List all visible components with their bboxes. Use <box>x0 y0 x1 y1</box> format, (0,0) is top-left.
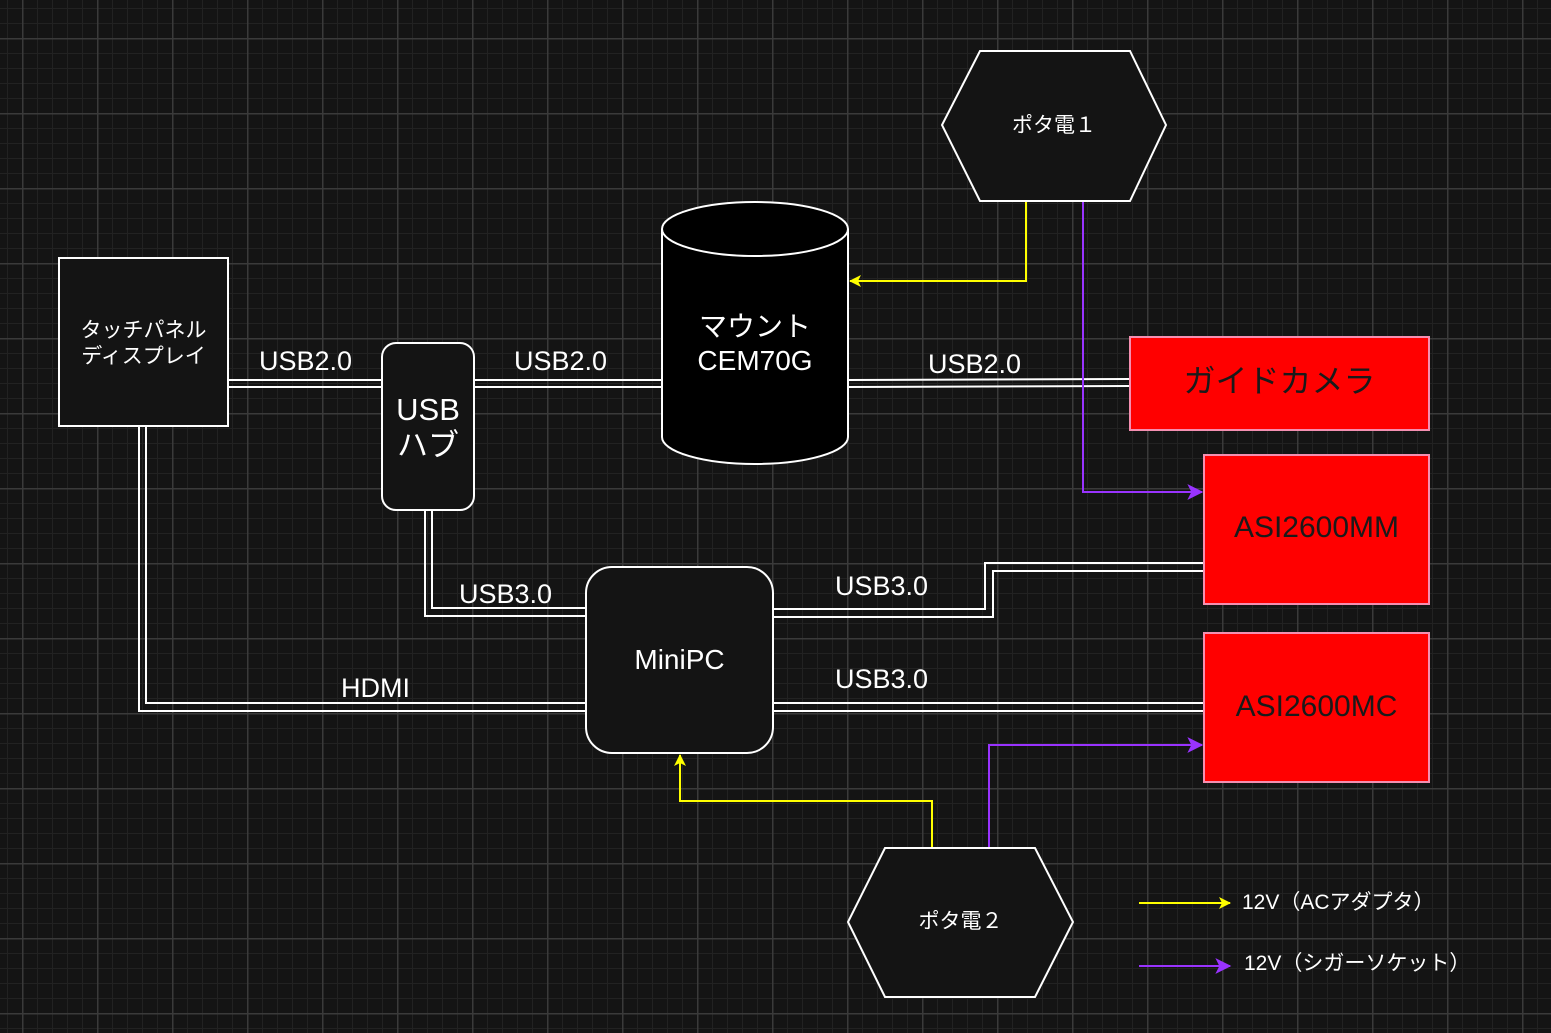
asi2600mc-box[interactable] <box>1203 632 1430 783</box>
asi2600mc-label: ASI2600MC <box>1235 690 1398 723</box>
power2-hexagon[interactable] <box>846 847 1075 998</box>
power1-to-mount-line[interactable] <box>849 201 1027 287</box>
edge-label-panel-to-hub: USB2.0 <box>259 346 353 376</box>
edge-panel-to-minipc-hdmi[interactable] <box>138 426 586 712</box>
usb-hub-label-line2: ハブ <box>397 428 459 463</box>
minipc-label: MiniPC <box>634 644 725 675</box>
mount-label: マウント CEM70G <box>662 310 848 378</box>
asi2600mm-box[interactable] <box>1203 454 1430 605</box>
edge-hub-to-mount[interactable] <box>474 379 662 388</box>
touch-panel-label-line1: タッチパネル <box>80 319 207 342</box>
asi2600mm-label: ASI2600MM <box>1233 511 1400 544</box>
usb-hub-label-line1: USB <box>396 392 460 427</box>
edge-label-minipc-to-mm: USB3.0 <box>835 571 929 601</box>
mount-cylinder[interactable] <box>661 201 849 465</box>
power1-to-asi2600mm-line[interactable] <box>1082 201 1204 500</box>
power1-hexagon[interactable] <box>940 50 1168 202</box>
legend-ac-adapter-label: 12V（ACアダプタ） <box>1242 891 1435 914</box>
edge-label-hdmi: HDMI <box>341 673 410 703</box>
power2-to-asi2600mc-line[interactable] <box>988 737 1204 848</box>
mount-label-line2: CEM70G <box>697 345 813 376</box>
edge-label-hub-to-mount: USB2.0 <box>514 346 608 376</box>
power2-to-minipc-line[interactable] <box>674 754 933 848</box>
guide-camera-box[interactable] <box>1129 336 1430 431</box>
power2-label: ポタ電２ <box>918 910 1003 933</box>
touch-panel-box[interactable] <box>58 257 229 427</box>
edge-label-minipc-to-mc: USB3.0 <box>835 664 929 694</box>
edge-hub-to-minipc[interactable] <box>424 510 586 617</box>
cable-connectors <box>138 378 1204 712</box>
edge-minipc-to-asi2600mm[interactable] <box>773 562 1204 618</box>
guide-camera-label: ガイドカメラ <box>1183 363 1376 399</box>
edge-mount-to-guide-camera[interactable] <box>847 378 1131 388</box>
touch-panel-label-line2: ディスプレイ <box>81 345 206 368</box>
edge-minipc-to-asi2600mc[interactable] <box>773 702 1204 712</box>
usb-hub-label: USB ハブ <box>382 392 474 464</box>
edge-panel-to-hub[interactable] <box>228 379 382 388</box>
legend-cigar-socket-label: 12V（シガーソケット） <box>1244 952 1471 975</box>
usb-hub-box[interactable] <box>381 342 475 511</box>
minipc-box[interactable] <box>585 566 774 754</box>
touch-panel-label: タッチパネル ディスプレイ <box>59 318 228 370</box>
power1-label: ポタ電１ <box>1012 114 1096 137</box>
mount-label-line1: マウント <box>698 311 811 342</box>
edge-label-hub-to-minipc: USB3.0 <box>459 579 553 609</box>
edge-label-mount-to-guide: USB2.0 <box>928 349 1022 379</box>
